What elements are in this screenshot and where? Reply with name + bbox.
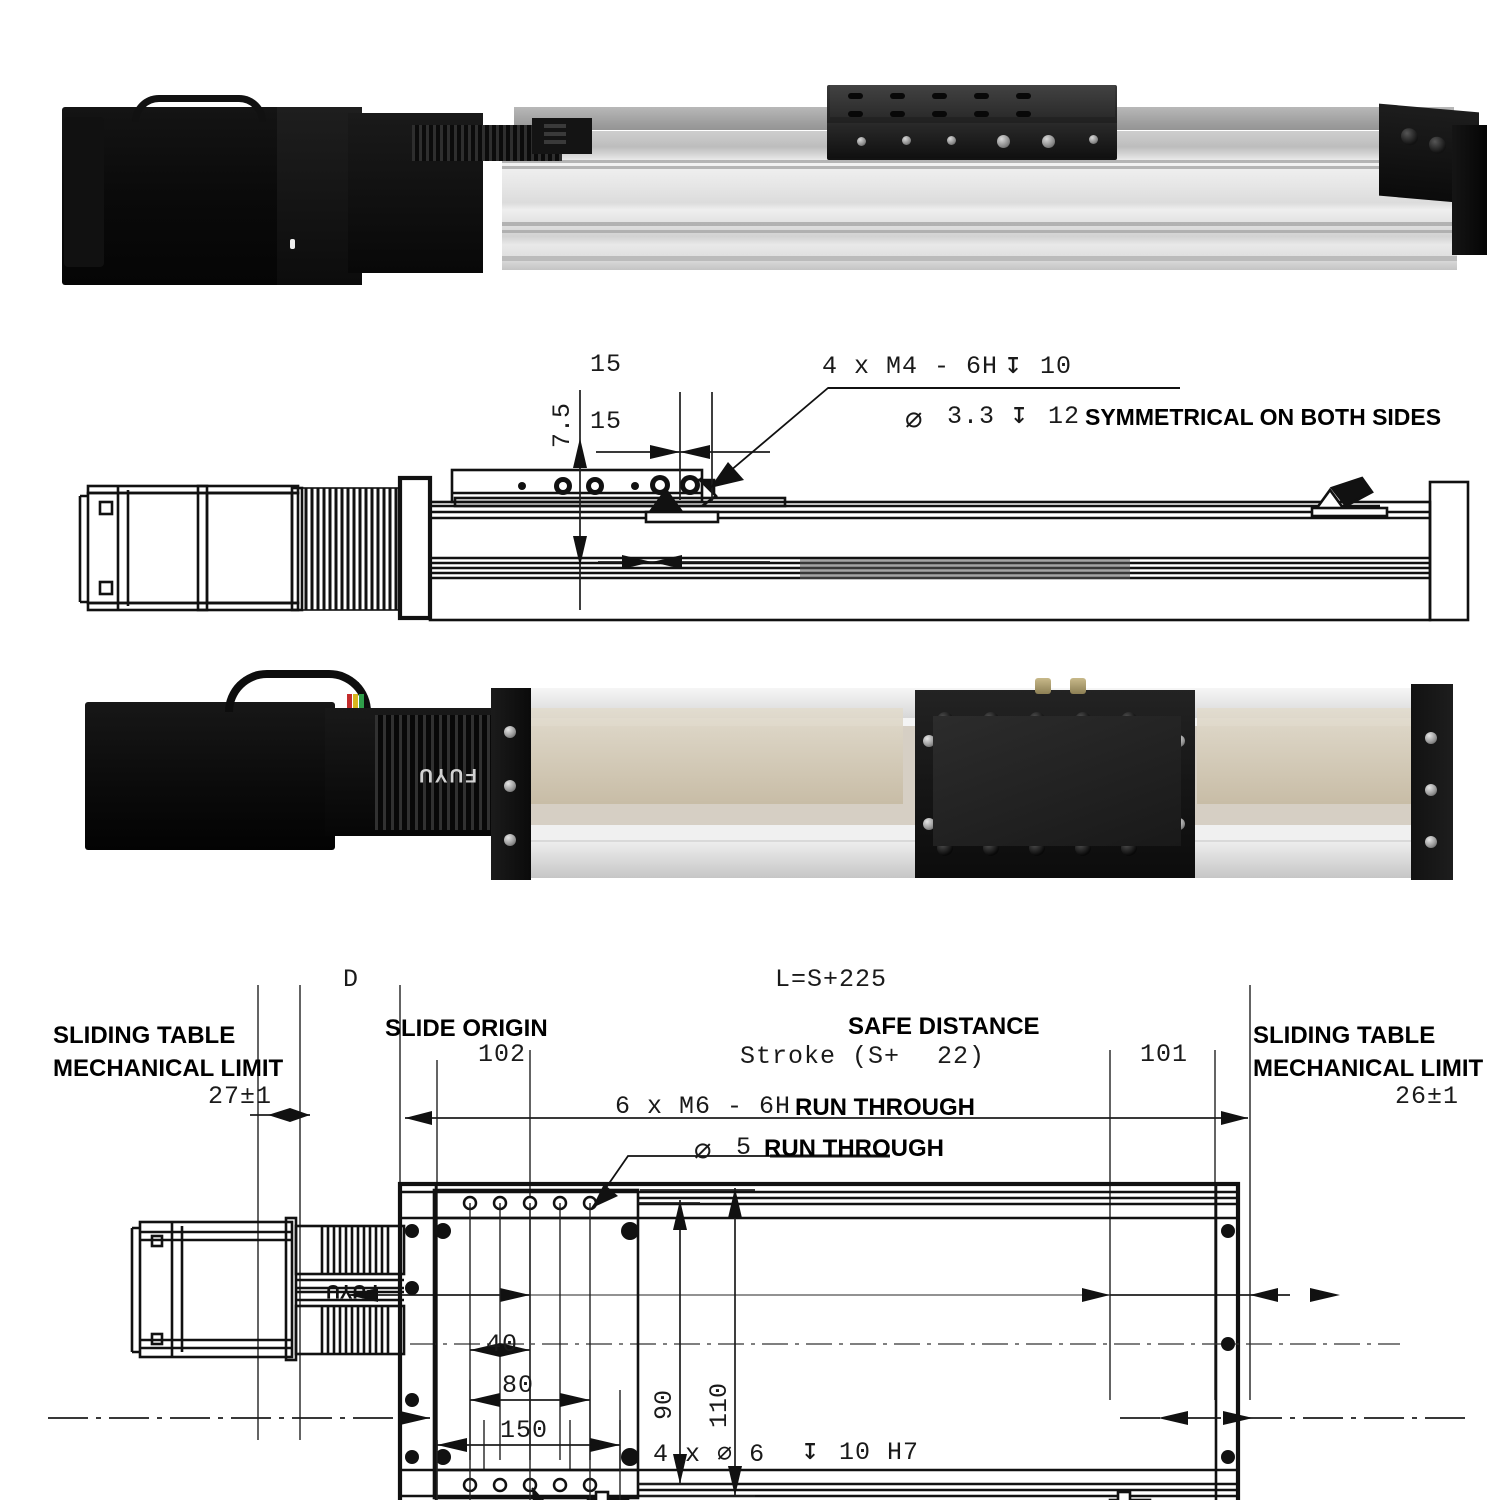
limit-left-value: 27±1 [208, 1082, 273, 1111]
wire-red [347, 694, 352, 714]
brand-label-drawing: FUYU [326, 1280, 378, 1301]
dimension-7-5-text: 7.5 [548, 402, 577, 448]
grease-nipple-2 [1070, 678, 1086, 694]
motor-cable [132, 95, 266, 122]
dimension-D [250, 1108, 310, 1122]
dia5-suffix: RUN THROUGH [764, 1135, 944, 1162]
right-end-plate [1411, 684, 1453, 880]
depth-symbol-2: ↧ [1010, 399, 1030, 433]
limit-switch-block-right [1108, 1490, 1152, 1500]
brand-label: FUYU [417, 764, 477, 785]
hole-extension-lines [469, 1203, 591, 1460]
coupling-ribs-topview [320, 1226, 390, 1354]
stepper-motor-housing [62, 107, 362, 285]
motor-outline [78, 484, 300, 612]
m6-note-suffix: RUN THROUGH [795, 1094, 975, 1121]
label-safe-distance: SAFE DISTANCE [848, 1013, 1040, 1040]
limit-switch-block-left [586, 1490, 630, 1500]
stepper-motor-housing-2 [85, 702, 335, 850]
side-elevation-drawing [78, 387, 1470, 622]
dimension-L [405, 1111, 1248, 1125]
limit-left-line1: SLIDING TABLE [53, 1022, 236, 1049]
dimension-110 [640, 1188, 755, 1497]
wire-yellow [353, 694, 358, 714]
limit-right-value: 26±1 [1395, 1082, 1460, 1111]
screw-centre-topview [296, 1278, 404, 1302]
label-stroke: Stroke (S+ [740, 1042, 901, 1071]
m4-thread-depth: 10 [1040, 352, 1073, 381]
dia-3-3-value: 3.3 [947, 402, 996, 431]
leader-line-dowel-note [531, 1487, 544, 1500]
dimension-15-second [598, 555, 770, 569]
carriage-outline-side [430, 468, 1380, 508]
top-view-drawing: FUYU [48, 985, 1470, 1500]
carriage-face-plate [933, 716, 1181, 846]
label-slide-origin: SLIDE ORIGIN [385, 1015, 548, 1042]
leader-line-m4-note [709, 387, 1180, 489]
dimension-7-5 [573, 390, 587, 610]
right-end-cap [1452, 125, 1487, 255]
dimension-80-text: 80 [502, 1371, 535, 1400]
product-photo-dustcover-view: FUYU [75, 660, 1453, 905]
dimension-101 [1110, 1288, 1340, 1302]
dimension-150-text: 150 [500, 1416, 549, 1445]
dimension-101-text: 101 [1140, 1040, 1189, 1069]
label-D: D [343, 965, 360, 994]
dimension-15-lower-text: 15 [590, 407, 623, 436]
dia5-value: 5 [736, 1133, 753, 1162]
carriage-holes-side [518, 475, 700, 495]
dimension-15-upper [596, 392, 770, 502]
limit-right-line1: SLIDING TABLE [1253, 1022, 1436, 1049]
dimension-150 [437, 1438, 620, 1452]
dimension-110-text: 110 [705, 1382, 734, 1428]
motor-mount-block [532, 118, 592, 154]
dimension-40-text: 40 [486, 1330, 519, 1359]
carriage-dowel-holes [405, 1222, 1235, 1466]
mounting-flange [397, 475, 433, 621]
left-end-plate [491, 688, 531, 880]
carriage-top-plate [830, 85, 1115, 117]
coupling-ribs [205, 486, 304, 612]
product-photo-side-view [62, 85, 1487, 290]
dust-cover-window-left [523, 708, 903, 804]
dimension-102-text: 102 [478, 1040, 527, 1069]
depth-symbol-3: ↧ [801, 1435, 821, 1469]
symmetry-note: SYMMETRICAL ON BOTH SIDES [1085, 404, 1442, 430]
limit-right-line2: MECHANICAL LIMIT [1253, 1055, 1484, 1082]
dowel-note-depth: 10 H7 [839, 1438, 920, 1467]
limit-switch-bracket-left [644, 477, 720, 524]
diameter-symbol-2: ⌀ [694, 1136, 713, 1169]
limit-switch-bracket-right [1310, 476, 1389, 518]
grease-nipple-1 [1035, 678, 1051, 694]
diameter-symbol-1: ⌀ [905, 405, 924, 438]
limit-left-line2: MECHANICAL LIMIT [53, 1055, 284, 1082]
label-L: L=S+225 [775, 965, 888, 994]
dust-cover-window-right [1197, 708, 1413, 804]
dimension-26 [1120, 1411, 1470, 1425]
coupling-topview [294, 1224, 406, 1356]
motor-topview [130, 1216, 298, 1362]
dimension-27 [48, 1411, 430, 1425]
dimension-15-upper-text: 15 [590, 350, 623, 379]
label-stroke-end: 22) [937, 1042, 986, 1071]
m6-note-text: 6 x M6 - 6H [615, 1092, 792, 1121]
depth-symbol-1: ↧ [1004, 349, 1024, 383]
dimension-90-text: 90 [650, 1389, 679, 1420]
coupling-ribs-2 [375, 715, 495, 830]
m4-thread-text: 4 x M4 - 6H [822, 352, 999, 381]
wire-green [359, 694, 364, 714]
dia-3-3-depth: 12 [1048, 402, 1081, 431]
carriage-side-face [827, 123, 1117, 158]
dimension-80 [470, 1393, 590, 1407]
dimension-40 [470, 1343, 530, 1357]
dowel-note-text: 4 x ⌀ 6 [653, 1440, 766, 1469]
leader-line-m6-note [591, 1154, 890, 1209]
dimension-stroke [530, 1288, 1110, 1302]
dimension-90 [638, 1200, 700, 1485]
